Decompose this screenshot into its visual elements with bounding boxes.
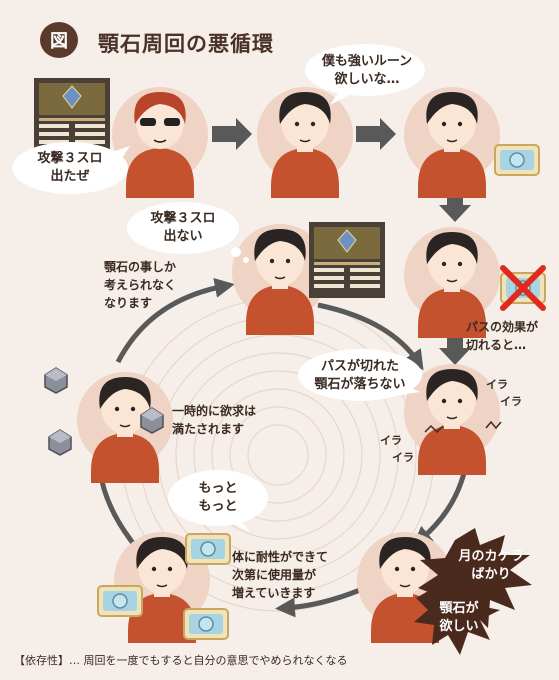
pass-item-icon-3 [97,585,143,617]
note-satisfied: 一時的に欲求は 満たされます [172,404,257,436]
figure-badge: 図 [40,22,78,58]
bubble-got-3slot: 攻撃３スロ 出たぜ [37,151,103,184]
irritation-text-2: イラ [500,395,522,408]
footer-note: 【依存性】… 周回を一度でもすると自分の意思でやめられなくなる [14,654,348,667]
person-sunglasses [126,92,194,198]
rune-card-bad [308,221,386,299]
pass-expired-icon [500,265,546,311]
stone-icon-3 [48,429,72,456]
bubble-more: もっと もっと [198,481,238,514]
craving-burst [414,528,532,655]
speech-bubbles [12,44,425,532]
pass-item-icon-2 [185,533,231,565]
burst-want: 顎石が 欲しい [439,601,479,634]
top-arrows [212,118,471,365]
stone-icon-1 [44,367,68,394]
bubble-wish: 僕も強いルーン 欲しいな… [321,54,413,87]
irritation-marks [424,420,502,434]
bubble-irritated: パスが切れた 顎石が落ちない [314,359,406,392]
irritation-text-3: イラ [380,434,402,447]
pass-item-icon [494,144,540,176]
burst-moon: 月のカケラ ばかり [458,549,524,582]
page-title: 顎石周回の悪循環 [98,32,274,56]
irritation-text-4: イラ [392,451,414,464]
note-obsessed: 顎石の事しか 考えられなく なります [104,260,177,310]
note-pass-expire: パスの効果が 切れると… [466,320,539,352]
irritation-text-1: イラ [486,378,508,391]
note-tolerance: 体に耐性ができて 次第に使用量が 増えていきます [232,550,329,600]
bubble-not-got: 攻撃３スロ 出ない [150,211,216,244]
pass-item-icon-4 [183,608,229,640]
